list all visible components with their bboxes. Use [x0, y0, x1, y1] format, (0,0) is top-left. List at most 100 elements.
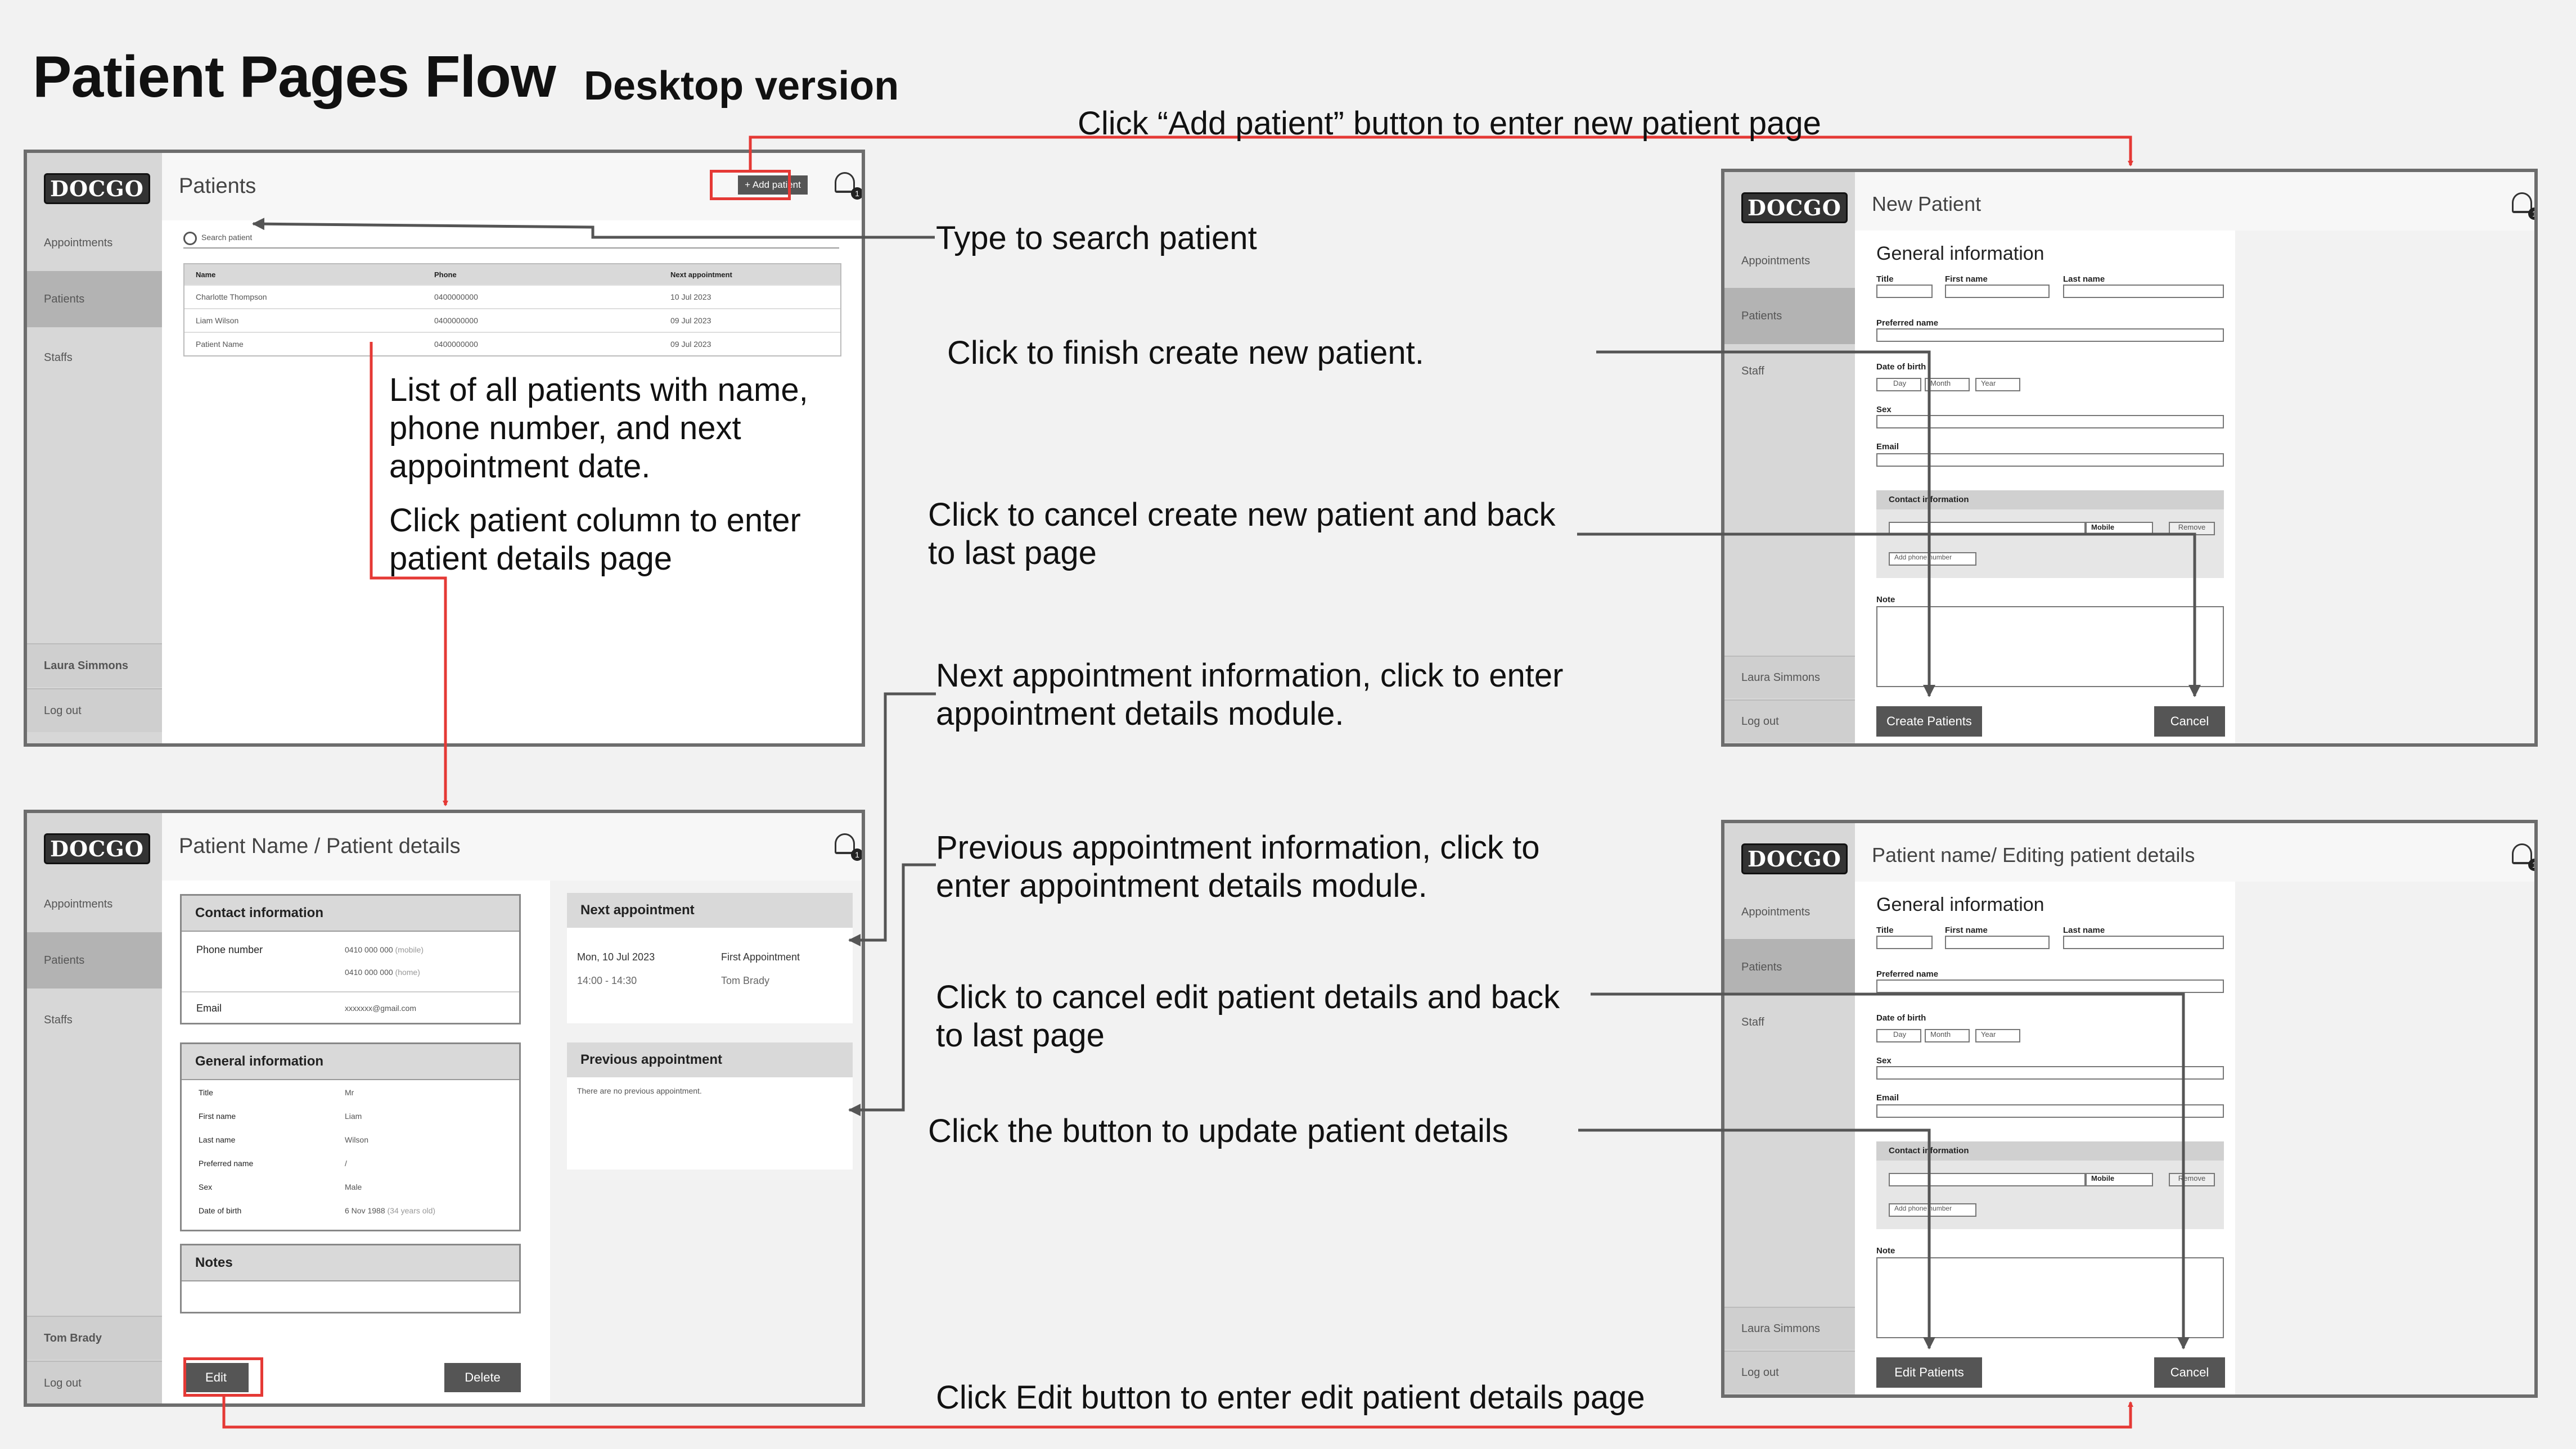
sidebar-item-appointments[interactable]: Appointments — [1741, 254, 1811, 267]
cell-phone: 0400000000 — [434, 292, 478, 301]
bell-icon[interactable]: 1 — [835, 172, 862, 200]
cell-phone: 0400000000 — [434, 316, 478, 325]
sidebar-item-patients[interactable]: Patients — [27, 271, 162, 327]
title-select[interactable] — [1876, 285, 1933, 298]
general-value: Liam — [345, 1112, 362, 1121]
general-card-title: General information — [182, 1044, 519, 1080]
cancel-button[interactable]: Cancel — [2154, 1357, 2225, 1388]
sidebar-item-staff[interactable]: Staff — [1741, 1015, 1764, 1028]
title-label: Title — [1876, 274, 1894, 284]
table-row[interactable]: Patient Name 0400000000 09 Jul 2023 — [184, 332, 840, 355]
patients-list-screen: DOCGO Appointments Patients Staffs Laura… — [24, 150, 865, 747]
edit-button[interactable]: Edit — [183, 1363, 249, 1392]
next-appointment-type: First Appointment — [721, 951, 800, 963]
user-name[interactable]: Laura Simmons — [27, 643, 162, 687]
dob-month-select[interactable]: Month — [1925, 1029, 1970, 1042]
table-row[interactable]: Charlotte Thompson 0400000000 10 Jul 202… — [184, 285, 840, 308]
annotation-list: List of all patients with name, phone nu… — [389, 372, 808, 485]
delete-button[interactable]: Delete — [444, 1363, 521, 1392]
add-patient-highlight — [710, 170, 791, 200]
sidebar-item-appointments[interactable]: Appointments — [44, 236, 113, 249]
search-input[interactable]: Search patient — [201, 233, 253, 242]
dob-day-select[interactable]: Day — [1876, 1029, 1921, 1042]
sex-label: Sex — [1876, 405, 1892, 414]
first-name-label: First name — [1945, 926, 1988, 935]
general-card: General information Title Mr First name … — [180, 1042, 521, 1231]
table-row[interactable]: Liam Wilson 0400000000 09 Jul 2023 — [184, 308, 840, 332]
cell-next-appointment: 09 Jul 2023 — [670, 340, 711, 349]
dob-year-select[interactable]: Year — [1975, 1029, 2020, 1042]
notification-count: 1 — [2528, 207, 2534, 220]
sex-field[interactable] — [1876, 1066, 2224, 1080]
email-label: Email — [1876, 442, 1899, 452]
annotation-search: Type to search patient — [936, 220, 1257, 256]
sex-field[interactable] — [1876, 415, 2224, 428]
add-patient-button[interactable]: + Add patient — [738, 175, 808, 195]
notification-count: 1 — [851, 187, 862, 200]
preferred-name-field[interactable] — [1876, 328, 2224, 342]
sidebar-item-appointments[interactable]: Appointments — [1741, 905, 1811, 918]
sidebar-item-appointments[interactable]: Appointments — [44, 897, 113, 910]
next-appointment-card[interactable]: Next appointment Mon, 10 Jul 2023 14:00 … — [567, 893, 853, 1023]
logout-link[interactable]: Log out — [1724, 699, 1855, 742]
dob-value: 6 Nov 1988 — [345, 1206, 385, 1215]
notes-card-title: Notes — [182, 1245, 519, 1281]
remove-phone-button[interactable]: Remove — [2169, 1173, 2215, 1186]
sidebar-item-patients[interactable]: Patients — [1724, 288, 1855, 344]
first-name-field[interactable] — [1945, 285, 2050, 298]
general-label: Date of birth — [199, 1206, 242, 1215]
last-name-field[interactable] — [2063, 936, 2224, 949]
cancel-button[interactable]: Cancel — [2154, 706, 2225, 737]
email-field[interactable] — [1876, 453, 2224, 467]
sidebar: DOCGO Appointments Patients Staffs Tom B… — [27, 813, 162, 1403]
sidebar-item-staff[interactable]: Staff — [1741, 364, 1764, 377]
phone-type-select[interactable]: Mobile — [2086, 1173, 2153, 1186]
title-select[interactable] — [1876, 936, 1933, 949]
annotation-cancel-edit: Click to cancel edit patient details and… — [936, 979, 1560, 1054]
previous-appointment-card[interactable]: Previous appointment There are no previo… — [567, 1042, 853, 1170]
dob-year-select[interactable]: Year — [1975, 378, 2020, 391]
sidebar-item-patients[interactable]: Patients — [27, 932, 162, 988]
header: Patient Name / Patient details 1 — [162, 813, 862, 881]
next-appointment-title: Next appointment — [567, 893, 853, 928]
note-label: Note — [1876, 595, 1895, 604]
add-phone-button[interactable]: Add phone number — [1889, 1203, 1976, 1217]
notes-card: Notes — [180, 1244, 521, 1313]
contact-card: Contact information Phone number 0410 00… — [180, 894, 521, 1024]
last-name-field[interactable] — [2063, 285, 2224, 298]
logout-link[interactable]: Log out — [27, 1361, 162, 1403]
bell-icon[interactable]: 1 — [2512, 192, 2534, 220]
next-appointment-staff: Tom Brady — [721, 975, 770, 986]
cell-next-appointment: 09 Jul 2023 — [670, 316, 711, 325]
dob-month-select[interactable]: Month — [1925, 378, 1970, 391]
sidebar-item-patients[interactable]: Patients — [1724, 939, 1855, 995]
sidebar-item-staffs[interactable]: Staffs — [44, 1013, 73, 1026]
phone-field[interactable] — [1889, 1173, 2086, 1186]
create-patients-button[interactable]: Create Patients — [1876, 706, 1982, 737]
user-name[interactable]: Laura Simmons — [1724, 1307, 1855, 1349]
bell-icon[interactable]: 1 — [835, 833, 862, 861]
logout-link[interactable]: Log out — [27, 688, 162, 732]
logo: DOCGO — [1741, 192, 1848, 223]
patient-column-flow-arrow — [370, 342, 448, 806]
preferred-name-field[interactable] — [1876, 979, 2224, 993]
bell-icon[interactable]: 1 — [2512, 843, 2534, 871]
cell-phone: 0400000000 — [434, 340, 478, 349]
sidebar-item-staffs[interactable]: Staffs — [44, 351, 73, 364]
dob-day-select[interactable]: Day — [1876, 378, 1921, 391]
create-pointer — [1596, 350, 1935, 697]
note-textarea[interactable] — [1876, 606, 2224, 687]
general-label: First name — [199, 1112, 236, 1121]
user-name[interactable]: Laura Simmons — [1724, 656, 1855, 698]
email-field[interactable] — [1876, 1104, 2224, 1118]
logout-link[interactable]: Log out — [1724, 1351, 1855, 1393]
add-phone-button[interactable]: Add phone number — [1889, 552, 1976, 566]
note-textarea[interactable] — [1876, 1257, 2224, 1338]
first-name-field[interactable] — [1945, 936, 2050, 949]
table-header: Name Phone Next appointment — [184, 264, 840, 285]
last-name-label: Last name — [2063, 926, 2105, 935]
annotation-add-patient: Click “Add patient” button to enter new … — [1078, 105, 1821, 142]
edit-patients-button[interactable]: Edit Patients — [1876, 1357, 1982, 1388]
user-name[interactable]: Tom Brady — [27, 1316, 162, 1360]
